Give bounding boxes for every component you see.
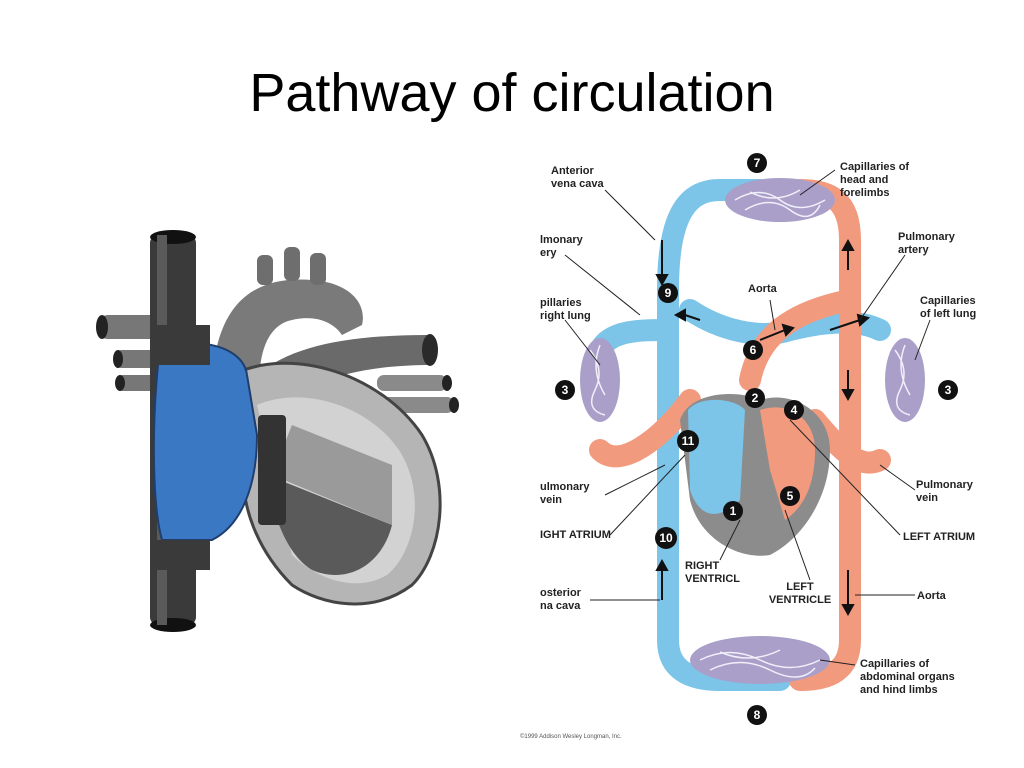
label-anterior-vena-cava-1: Anterior — [551, 165, 595, 177]
number-badge: 3 — [945, 383, 952, 397]
label-aorta-top: Aorta — [748, 283, 778, 295]
label-pulmonary-artery-right-1: Pulmonary — [898, 231, 956, 243]
label-posterior-vena-cava-1: osterior — [540, 587, 582, 599]
number-badge: 1 — [730, 504, 737, 518]
label-capillaries-abdominal-2: abdominal organs — [860, 671, 955, 683]
label-capillaries-abdominal-1: Capillaries of — [860, 658, 929, 670]
label-pulmonary-artery-right-2: artery — [898, 244, 929, 256]
label-aorta-bottom: Aorta — [917, 590, 947, 602]
number-badge: 11 — [682, 434, 695, 448]
capillary-head — [725, 178, 835, 222]
number-badge: 4 — [791, 403, 798, 417]
heart-illustration — [96, 230, 459, 632]
label-pulmonary-vein-right-1: Pulmonary — [916, 479, 974, 491]
label-capillaries-head-1: Capillaries of — [840, 161, 909, 173]
label-pulmonary-artery-left-1: lmonary — [540, 234, 584, 246]
number-badge: 10 — [659, 531, 673, 545]
capillary-abdominal — [690, 636, 830, 684]
label-right-atrium: IGHT ATRIUM — [540, 529, 611, 541]
capillary-right-lung — [580, 338, 620, 422]
label-left-ventricle-1: LEFT — [786, 581, 814, 593]
label-pulmonary-vein-right-2: vein — [916, 492, 938, 504]
label-left-atrium: LEFT ATRIUM — [903, 531, 975, 543]
label-capillaries-head-3: forelimbs — [840, 187, 890, 199]
number-badge: 7 — [754, 156, 761, 170]
label-capillaries-left-lung-2: of left lung — [920, 308, 976, 320]
number-badge: 3 — [562, 383, 569, 397]
label-capillaries-abdominal-3: and hind limbs — [860, 684, 938, 696]
label-capillaries-right-lung-1: pillaries — [540, 297, 582, 309]
label-capillaries-left-lung-1: Capillaries — [920, 295, 976, 307]
copyright-text: ©1999 Addison Wesley Longman, Inc. — [520, 733, 622, 740]
number-badge: 5 — [787, 489, 794, 503]
label-anterior-vena-cava-2: vena cava — [551, 178, 604, 190]
label-capillaries-right-lung-2: right lung — [540, 310, 591, 322]
number-badge: 2 — [752, 391, 759, 405]
label-capillaries-head-2: head and — [840, 174, 888, 186]
number-badge: 8 — [754, 708, 761, 722]
label-pulmonary-vein-left-1: ulmonary — [540, 481, 590, 493]
number-badge: 9 — [665, 286, 672, 300]
slide-title: Pathway of circulation — [249, 63, 775, 123]
label-left-ventricle-2: VENTRICLE — [769, 594, 831, 606]
label-right-ventricle-1: RIGHT — [685, 560, 720, 572]
label-right-ventricle-2: VENTRICL — [685, 573, 740, 585]
number-badge: 6 — [750, 343, 757, 357]
label-pulmonary-artery-left-2: ery — [540, 247, 557, 259]
diagram-heart — [680, 394, 830, 556]
number-badges: 1 2 3 3 4 5 6 7 8 9 10 11 — [555, 153, 958, 725]
label-pulmonary-vein-left-2: vein — [540, 494, 562, 506]
label-posterior-vena-cava-2: na cava — [540, 600, 581, 612]
